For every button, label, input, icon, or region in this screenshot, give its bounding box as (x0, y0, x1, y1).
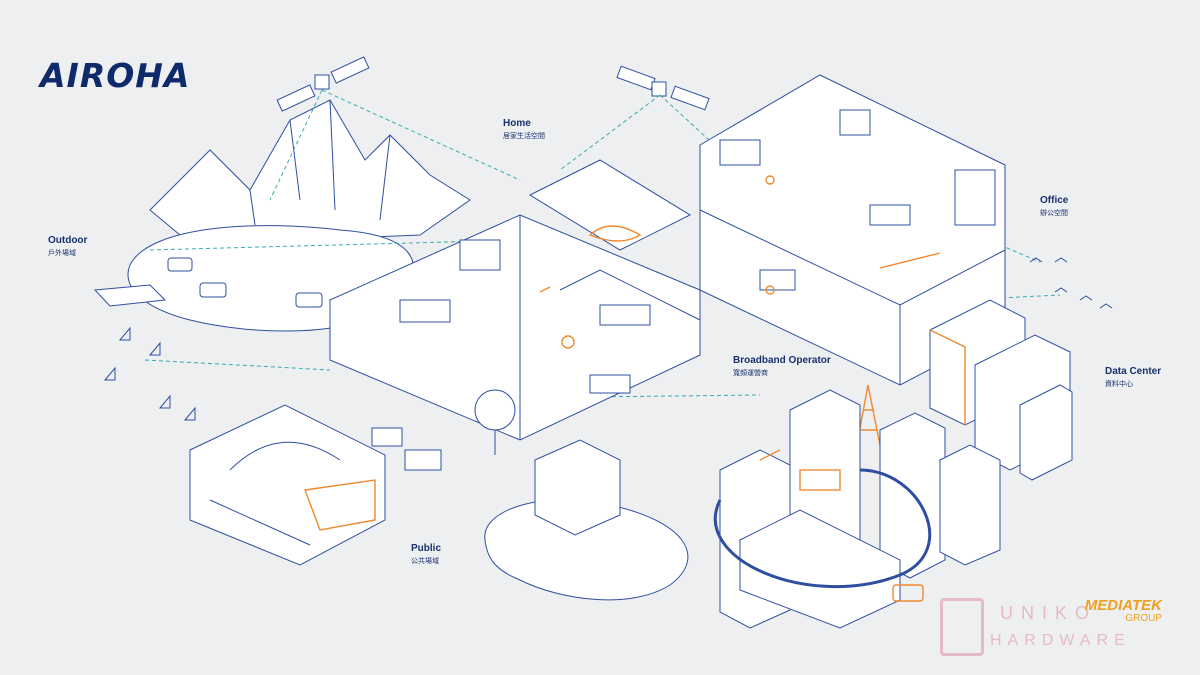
pier (93, 284, 167, 307)
satellite-right (616, 65, 710, 111)
trucks (371, 427, 442, 471)
zone-broadband-title: Broadband Operator (733, 355, 831, 366)
mediatek-name: MEDIATEK (1084, 597, 1162, 614)
tree (474, 389, 516, 455)
zone-label-broadband: Broadband Operator 寬頻運營商 (733, 355, 831, 378)
zone-datacenter-subtitle: 資料中心 (1105, 381, 1133, 388)
zone-label-outdoor: Outdoor 戶外場域 (48, 235, 87, 258)
city-accents (759, 449, 924, 602)
zone-home-title: Home (503, 118, 531, 129)
zone-outdoor-subtitle: 戶外場域 (48, 250, 76, 257)
boats (103, 326, 196, 421)
zone-datacenter-title: Data Center (1105, 366, 1162, 377)
watermark-phone-icon (940, 598, 984, 656)
data-center-racks (929, 299, 1073, 481)
zone-home-subtitle: 居家生活空間 (503, 133, 545, 140)
mediatek-group-logo: MEDIATEK GROUP (1085, 598, 1162, 624)
zone-public-subtitle: 公共場域 (411, 558, 439, 565)
zone-broadband-subtitle: 寬頻運營商 (733, 370, 768, 377)
zone-label-home: Home 居家生活空間 (503, 118, 545, 141)
office-accents (765, 175, 941, 295)
park-pavilion (534, 439, 621, 536)
home-accents (539, 225, 642, 349)
station-accents (304, 479, 376, 531)
zone-label-datacenter: Data Center 資料中心 (1105, 366, 1161, 389)
birds (1029, 257, 1113, 309)
mediatek-group-label: GROUP (1125, 613, 1162, 624)
office-building (699, 74, 1006, 386)
mountains (149, 99, 471, 241)
zone-public-title: Public (411, 543, 442, 554)
zone-label-public: Public 公共場域 (411, 543, 441, 566)
zone-office-subtitle: 辦公空間 (1040, 210, 1068, 217)
airoha-logo: AIROHA (40, 56, 191, 95)
zone-label-office: Office 辦公空間 (1040, 195, 1068, 218)
zone-outdoor-title: Outdoor (48, 235, 88, 246)
city-cluster (719, 389, 1001, 629)
ring-road (713, 468, 932, 589)
satellite-left (276, 56, 370, 112)
cows (167, 257, 323, 308)
train-station (189, 404, 386, 566)
watermark-bottom-text: HARDWARE (990, 632, 1131, 649)
zone-office-title: Office (1040, 195, 1069, 206)
watermark-top-text: UNIKO (1000, 603, 1098, 623)
home-building (329, 159, 701, 441)
